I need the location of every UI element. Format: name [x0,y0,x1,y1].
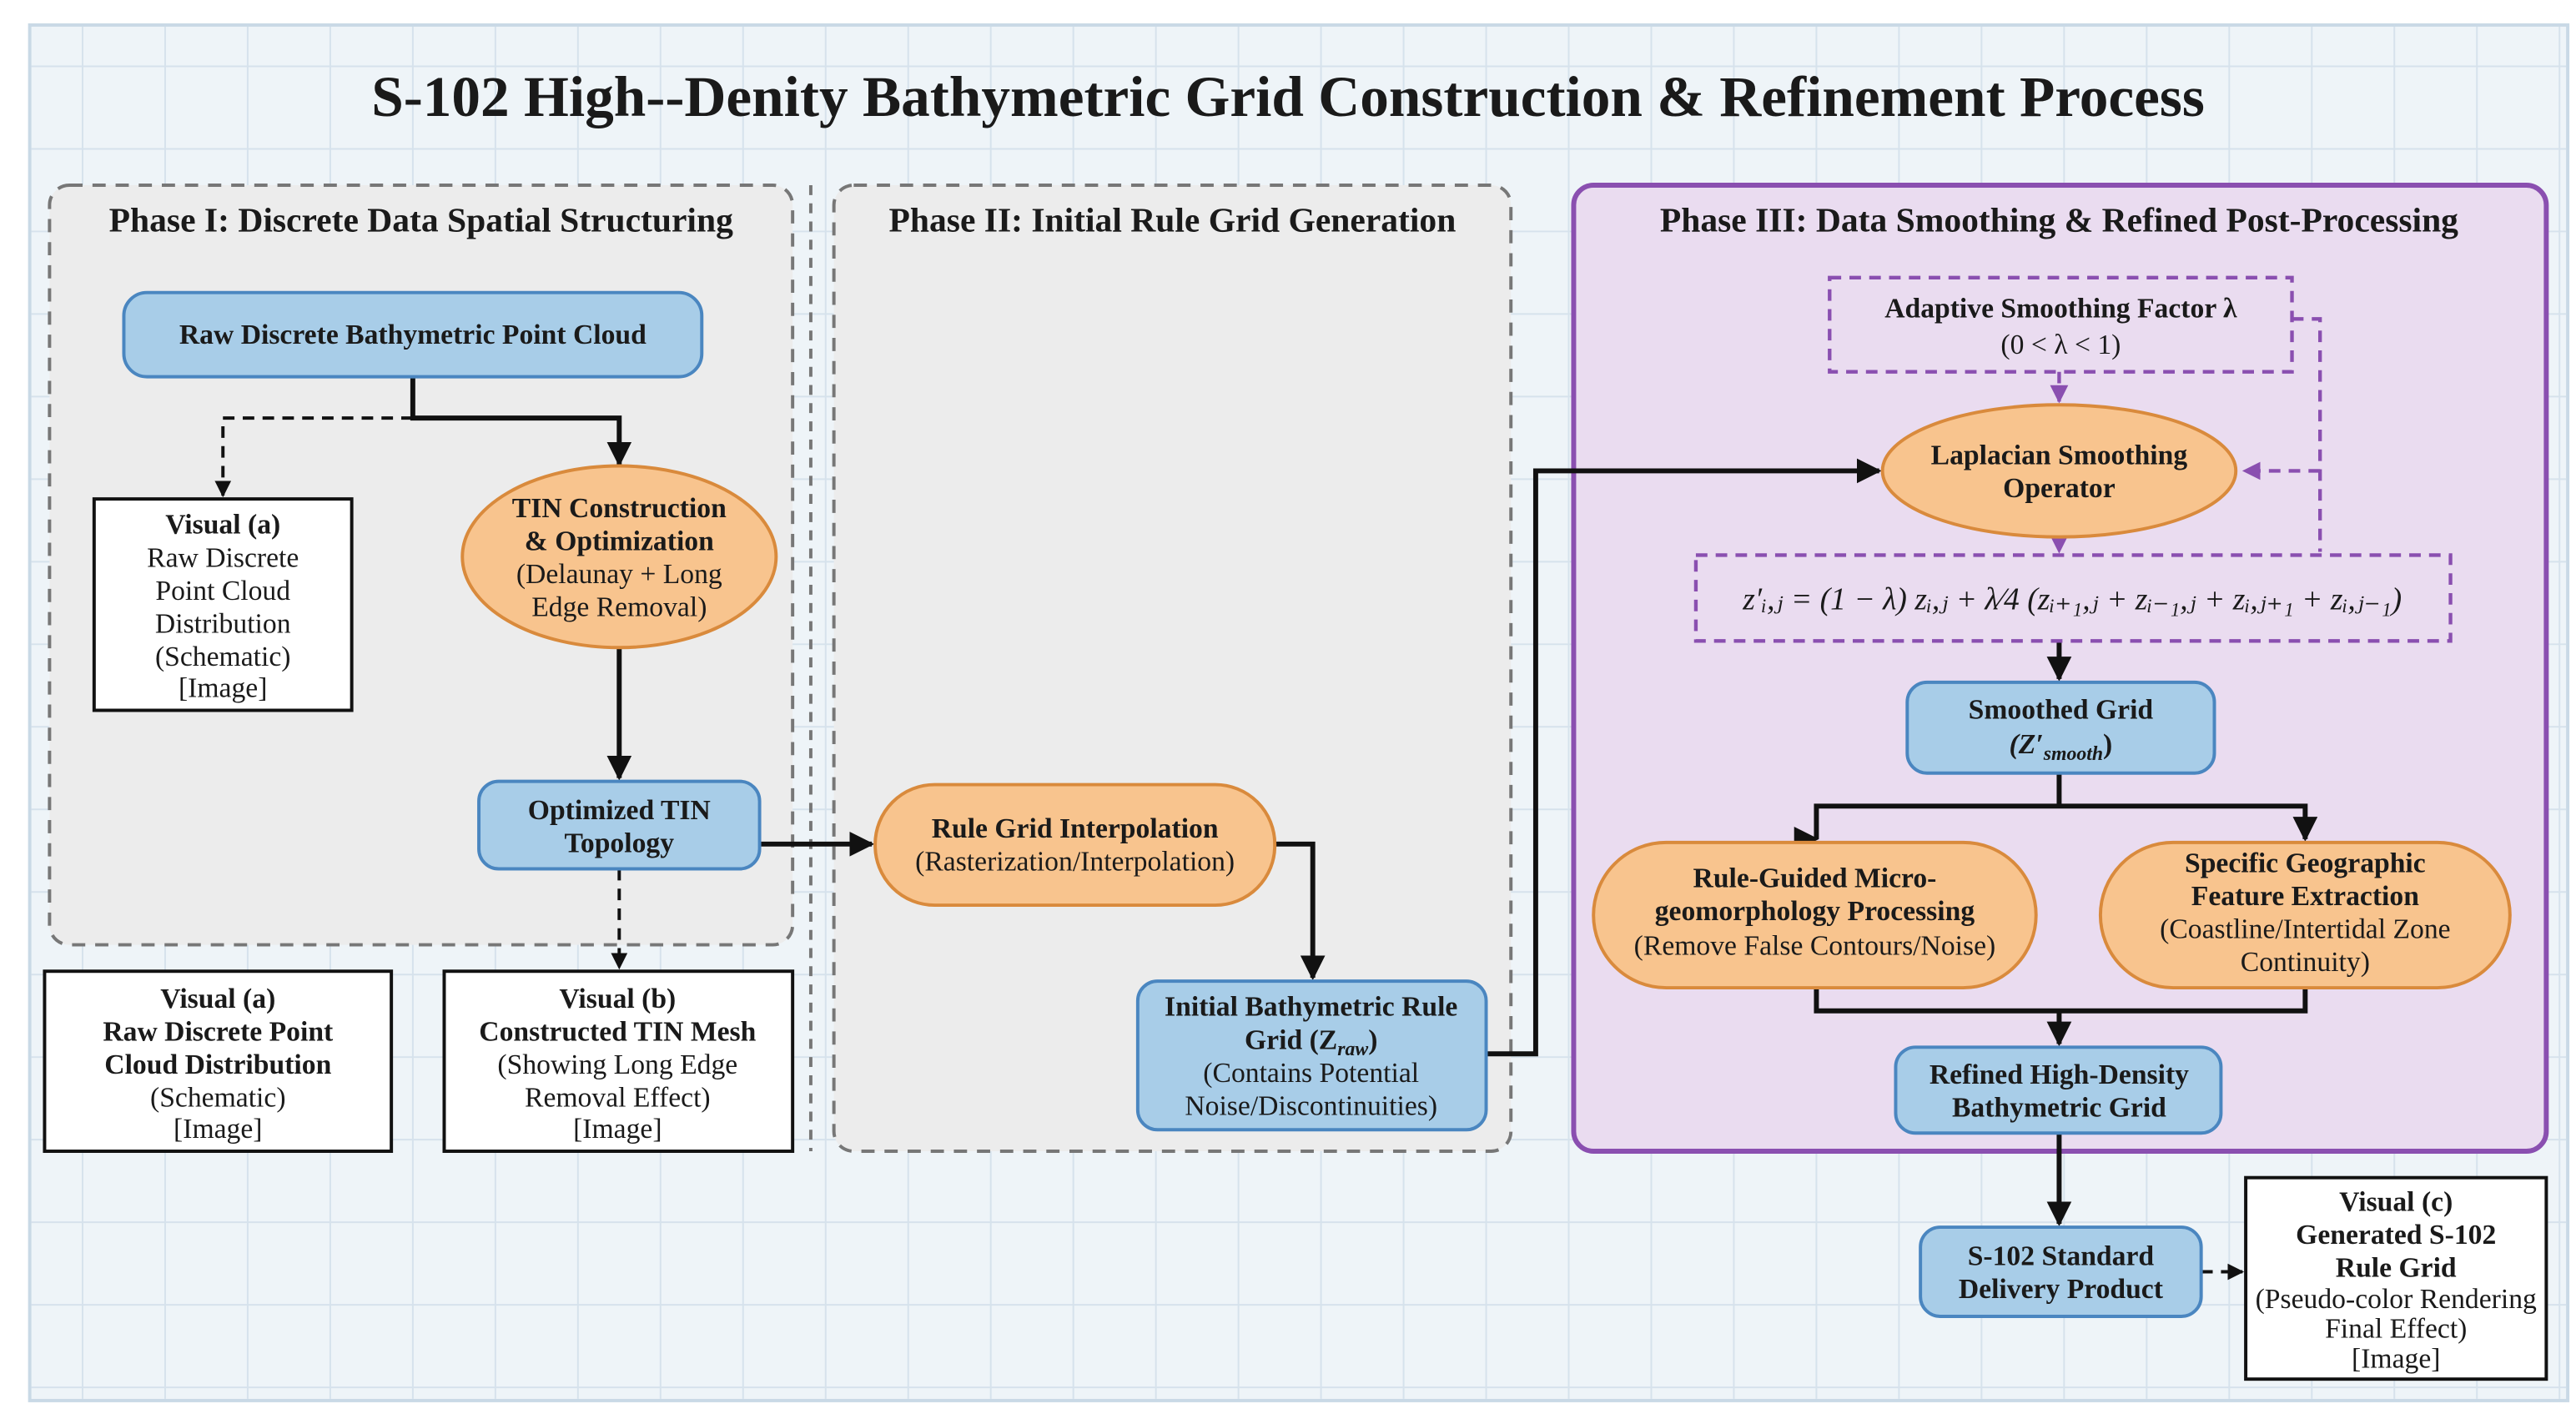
svg-text:Operator: Operator [2003,473,2116,504]
svg-text:Constructed TIN Mesh: Constructed TIN Mesh [479,1016,756,1047]
phase-2-title: Phase II: Initial Rule Grid Generation [889,200,1457,239]
svg-text:(Contains Potential: (Contains Potential [1203,1058,1419,1089]
node-laplacian-operator[interactable]: Laplacian Smoothing Operator [1880,403,2238,539]
svg-text:Laplacian Smoothing: Laplacian Smoothing [1931,440,2188,471]
svg-text:(Schematic): (Schematic) [155,642,291,672]
node-micro-geomorphology[interactable]: Rule-Guided Micro- geomorphology Process… [1592,840,2038,990]
node-s102-delivery[interactable]: S-102 Standard Delivery Product [1919,1225,2203,1318]
arrow-smoothed-split [1814,772,2305,839]
svg-text:Final Effect): Final Effect) [2325,1314,2467,1345]
phase-1-title: Phase I: Discrete Data Spatial Structuri… [109,200,733,239]
node-visual-c[interactable]: Visual (c) Generated S-102 Rule Grid (Ps… [2244,1175,2548,1381]
arrow-interpolation-to-initial-grid [1275,841,1326,981]
phase-2-container [832,184,1513,1153]
svg-text:[Image]: [Image] [2352,1343,2440,1374]
svg-text:Noise/Discontinuities): Noise/Discontinuities) [1185,1090,1437,1121]
svg-text:Feature Extraction: Feature Extraction [2191,881,2419,912]
svg-text:Optimized TIN: Optimized TIN [528,795,711,826]
svg-text:Bathymetric Grid: Bathymetric Grid [1952,1092,2166,1123]
svg-text:Point Cloud: Point Cloud [155,576,290,606]
svg-text:Continuity): Continuity) [2241,947,2370,978]
arrow-cloud-to-tin [410,376,632,467]
node-initial-bathymetric-grid[interactable]: Initial Bathymetric Rule Grid (Zraw) (Co… [1135,979,1488,1132]
svg-text:(Remove False Contours/Noise): (Remove False Contours/Noise) [1634,930,1996,961]
svg-text:[Image]: [Image] [174,1114,262,1145]
svg-text:Adaptive Smoothing Factor λ: Adaptive Smoothing Factor λ [1884,293,2237,324]
node-smoothing-formula: z′ᵢ,ⱼ = (1 − λ) zᵢ,ⱼ + λ⁄4 (zᵢ₊₁,ⱼ + zᵢ₋… [1693,553,2453,643]
svg-text:Generated S-102: Generated S-102 [2296,1220,2496,1250]
svg-text:[Image]: [Image] [573,1114,662,1145]
svg-text:Rule Grid Interpolation: Rule Grid Interpolation [932,813,1219,844]
svg-text:(Rasterization/Interpolation): (Rasterization/Interpolation) [915,847,1235,878]
svg-text:Visual (c): Visual (c) [2339,1186,2453,1217]
node-raw-point-cloud[interactable]: Raw Discrete Bathymetric Point Cloud [122,290,704,379]
node-feature-extraction[interactable]: Specific Geographic Feature Extraction (… [2098,840,2512,990]
svg-text:Visual (b): Visual (b) [559,984,676,1014]
node-optimized-tin-topology[interactable]: Optimized TIN Topology [477,779,762,871]
svg-text:Smoothed Grid: Smoothed Grid [1969,694,2154,725]
svg-text:Rule Grid: Rule Grid [2336,1252,2457,1283]
svg-text:Topology: Topology [565,828,675,859]
arrow-initial-grid-to-laplacian [1486,458,1882,1057]
svg-text:Raw Discrete: Raw Discrete [147,542,299,573]
svg-text:Raw Discrete Point: Raw Discrete Point [103,1016,334,1047]
svg-text:Specific Geographic: Specific Geographic [2185,848,2426,878]
arrow-cloud-to-visual-a [214,416,413,498]
svg-text:S-102 Standard: S-102 Standard [1968,1241,2155,1272]
svg-text:Delivery Product: Delivery Product [1959,1274,2164,1305]
diagram-title: S-102 High--Denity Bathymetric Grid Cons… [371,64,2205,128]
svg-text:Removal Effect): Removal Effect) [525,1083,711,1114]
svg-text:(Pseudo-color Rendering: (Pseudo-color Rendering [2256,1284,2537,1315]
node-visual-a-inner[interactable]: Visual (a) Raw Discrete Point Cloud Dist… [92,497,354,712]
svg-text:geomorphology Processing: geomorphology Processing [1655,896,1975,927]
factor-feedback-line [2292,317,2322,552]
svg-text:Visual (a): Visual (a) [160,984,275,1014]
node-smoothed-grid[interactable]: Smoothed Grid (Z′smooth) [1905,680,2216,775]
node-visual-a-lower[interactable]: Visual (a) Raw Discrete Point Cloud Dist… [43,969,394,1153]
phase-3-title: Phase III: Data Smoothing & Refined Post… [1660,200,2458,239]
svg-text:Grid (Zraw): Grid (Zraw) [1245,1024,1377,1060]
svg-text:Rule-Guided Micro-: Rule-Guided Micro- [1693,863,1937,893]
svg-text:[Image]: [Image] [179,673,267,704]
svg-text:(Schematic): (Schematic) [150,1083,286,1114]
svg-text:TIN Construction: TIN Construction [512,493,727,524]
node-refined-grid[interactable]: Refined High-Density Bathymetric Grid [1894,1045,2223,1135]
svg-text:(Coastline/Intertidal Zone: (Coastline/Intertidal Zone [2160,914,2450,945]
svg-text:(0 < λ < 1): (0 < λ < 1) [2000,330,2121,360]
svg-text:(Z′smooth): (Z′smooth) [2010,729,2113,765]
svg-text:Raw Discrete Bathymetric Point: Raw Discrete Bathymetric Point Cloud [179,320,647,350]
arrow-merge-to-refined [1814,988,2308,1044]
node-tin-construction[interactable]: TIN Construction & Optimization (Delauna… [460,464,778,650]
svg-text:z′ᵢ,ⱼ = (1 − λ) zᵢ,ⱼ + λ⁄4 (zᵢ: z′ᵢ,ⱼ = (1 − λ) zᵢ,ⱼ + λ⁄4 (zᵢ₊₁,ⱼ + zᵢ₋… [1742,582,2402,617]
svg-text:(Showing Long Edge: (Showing Long Edge [497,1049,737,1080]
svg-text:Visual (a): Visual (a) [165,510,280,541]
svg-text:Distribution: Distribution [155,608,291,639]
svg-text:& Optimization: & Optimization [525,526,714,556]
svg-text:(Delaunay + Long: (Delaunay + Long [516,559,722,590]
node-visual-b[interactable]: Visual (b) Constructed TIN Mesh (Showing… [442,969,795,1153]
svg-text:Edge Removal): Edge Removal) [531,592,707,623]
node-adaptive-smoothing-factor[interactable]: Adaptive Smoothing Factor λ (0 < λ < 1) [1828,275,2294,374]
node-rule-grid-interpolation[interactable]: Rule Grid Interpolation (Rasterization/I… [873,782,1277,908]
svg-text:Initial Bathymetric Rule: Initial Bathymetric Rule [1165,992,1457,1023]
svg-text:Refined High-Density: Refined High-Density [1929,1059,2189,1090]
svg-text:Cloud Distribution: Cloud Distribution [104,1049,331,1080]
